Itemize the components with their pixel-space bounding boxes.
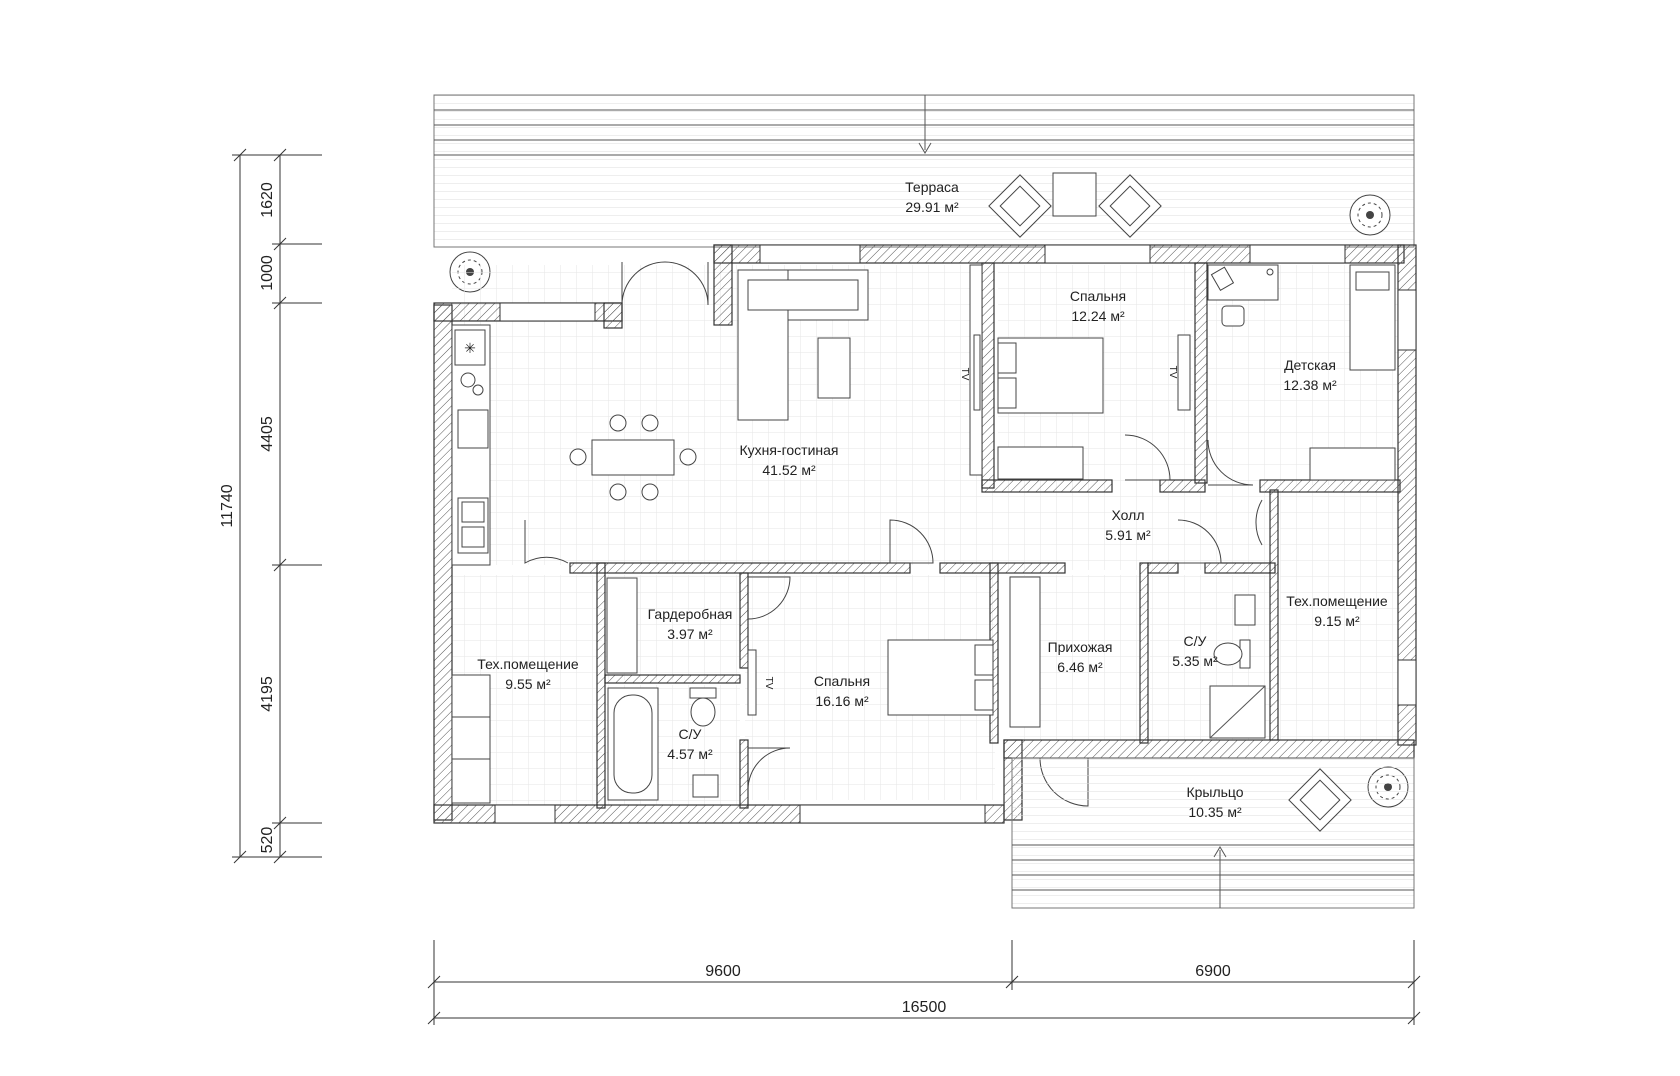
dim-label: 520 <box>259 827 276 854</box>
hall-floor <box>982 485 1272 570</box>
room-name: Холл <box>1112 507 1145 523</box>
wardrobe <box>1309 447 1396 481</box>
svg-text:TV: TV <box>763 677 774 690</box>
room-area: 6.46 м² <box>1057 659 1103 675</box>
room-name: Терраса <box>905 179 959 195</box>
dim-label: 4195 <box>259 676 276 712</box>
room-area: 5.91 м² <box>1105 527 1151 543</box>
dimension-labels: 9600 6900 16500 11740 1620 1000 4405 419… <box>219 182 1231 1016</box>
toilet-icon <box>1213 639 1251 669</box>
bed-double <box>887 639 994 716</box>
room-area: 10.35 м² <box>1188 804 1242 820</box>
dim-label: 4405 <box>259 416 276 452</box>
sofa <box>737 269 869 421</box>
tech-units <box>451 674 491 804</box>
porch <box>1011 757 1415 909</box>
dim-label: 16500 <box>902 999 947 1016</box>
dim-label: 6900 <box>1195 963 1231 980</box>
toilet-icon <box>689 687 717 727</box>
tv-unit: TV <box>1167 334 1191 411</box>
room-name: Детская <box>1284 357 1336 373</box>
svg-text:✳: ✳ <box>464 340 476 356</box>
room-area: 29.91 м² <box>905 199 959 215</box>
dimension-lines <box>232 148 1421 1025</box>
terrace-armchair-left <box>988 174 1052 238</box>
bed-double <box>997 337 1104 414</box>
room-area: 12.24 м² <box>1071 308 1125 324</box>
tech2-floor <box>1280 490 1400 740</box>
room-name: Спальня <box>1070 288 1126 304</box>
desk <box>1207 264 1279 327</box>
room-area: 12.38 м² <box>1283 377 1337 393</box>
room-name: Спальня <box>814 673 870 689</box>
room-area: 4.57 м² <box>667 746 713 762</box>
room-name: Тех.помещение <box>477 656 579 672</box>
room-area: 3.97 м² <box>667 626 713 642</box>
room-labels: Терраса 29.91 м² Кухня-гостиная 41.52 м²… <box>477 179 1388 820</box>
room-name: С/У <box>1184 633 1207 649</box>
wardrobe <box>606 577 638 674</box>
svg-text:TV: TV <box>1167 366 1178 379</box>
room-name: Кухня-гостиная <box>739 442 838 458</box>
room-area: 16.16 м² <box>815 693 869 709</box>
dim-label: 1620 <box>259 182 276 218</box>
room-name: Гардеробная <box>648 606 733 622</box>
wardrobe <box>1009 576 1041 728</box>
bed-single <box>1349 264 1396 371</box>
sink <box>692 774 719 798</box>
tv-unit: TV <box>959 264 983 476</box>
room-area: 5.35 м² <box>1172 653 1218 669</box>
dining-table <box>569 414 697 501</box>
bathtub <box>607 687 659 801</box>
room-area: 9.15 м² <box>1314 613 1360 629</box>
tv-unit: TV <box>747 649 774 716</box>
room-area: 41.52 м² <box>762 462 816 478</box>
plant-icon <box>1349 194 1391 236</box>
room-area: 9.55 м² <box>505 676 551 692</box>
room-name: Прихожая <box>1048 639 1113 655</box>
terrace <box>433 94 1415 248</box>
shower <box>1209 685 1266 739</box>
room-name: Тех.помещение <box>1286 593 1388 609</box>
dim-label: 9600 <box>705 963 741 980</box>
terrace-armchair-right <box>1098 174 1162 238</box>
dim-label: 11740 <box>219 484 236 527</box>
sink <box>1234 594 1256 626</box>
kitchen-counter: ✳ <box>451 324 491 566</box>
terrace-table <box>1052 172 1097 217</box>
wardrobe <box>997 446 1084 480</box>
room-name: С/У <box>679 726 702 742</box>
svg-text:TV: TV <box>959 368 970 381</box>
porch-armchair <box>1288 768 1352 832</box>
dim-label: 1000 <box>259 255 276 291</box>
room-name: Крыльцо <box>1186 784 1243 800</box>
